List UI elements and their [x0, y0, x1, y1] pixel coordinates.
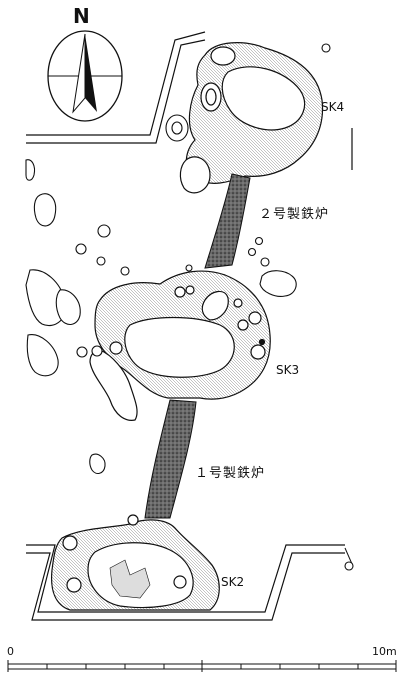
post-holes: [25, 43, 354, 571]
north-arrow: [47, 30, 123, 122]
sk2-label: SK2: [221, 575, 245, 589]
north-label: N: [73, 4, 90, 28]
sk3-label: SK3: [276, 363, 300, 377]
excavation-boundary-lower: [26, 544, 353, 621]
scale-end-label: 10m: [372, 645, 397, 658]
excavation-boundary-upper: [26, 31, 353, 170]
scale-bar: [7, 660, 397, 672]
scale-start-label: 0: [7, 645, 14, 658]
furnace-1-label: １号製鉄炉: [195, 466, 266, 481]
sk3-pit: [89, 270, 271, 421]
furnace-2-label: ２号製鉄炉: [259, 207, 330, 222]
sk4-label: SK4: [321, 100, 345, 114]
sk2-pit: [50, 514, 220, 611]
furnace-1-slag: [144, 399, 197, 519]
sk4-pit: [179, 42, 324, 194]
furnace-2-slag: [204, 173, 251, 269]
